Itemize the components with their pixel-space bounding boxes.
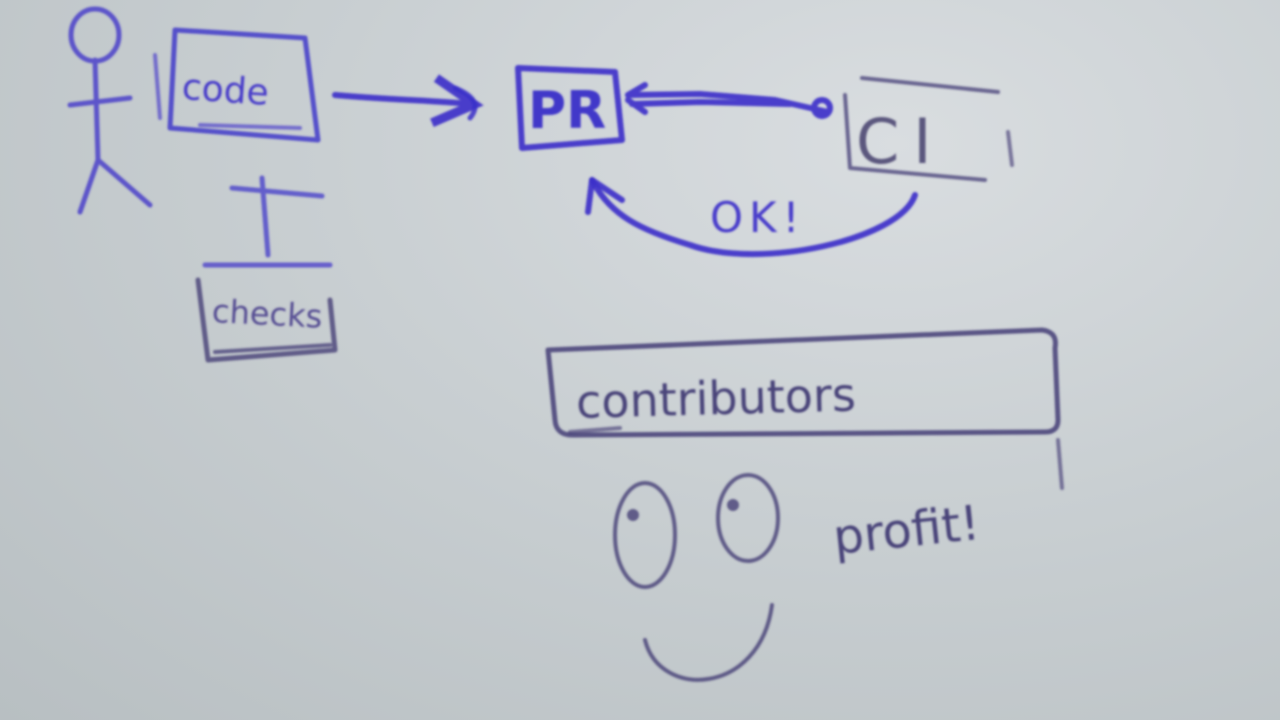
pr-label: PR (528, 81, 606, 141)
code-box (153, 27, 321, 143)
arrow-code-to-pr (332, 95, 470, 104)
arrow-ci-to-pr-ok (589, 177, 918, 258)
profit-label: profit! (830, 495, 982, 566)
stick-figure-icon (67, 6, 153, 215)
contributors-box (545, 327, 1064, 490)
ci-box (843, 76, 1014, 182)
arrow-pr-to-ci (625, 82, 833, 119)
pr-box (515, 65, 625, 151)
ok-label: OK! (710, 193, 805, 242)
smiley-face-icon (613, 473, 780, 682)
ci-label: CI (856, 105, 946, 178)
code-checks-connector (202, 175, 333, 268)
checks-label: checks (211, 292, 323, 336)
checks-box (195, 277, 338, 363)
contributors-label: contributors (575, 368, 856, 429)
code-label: code (181, 67, 270, 114)
